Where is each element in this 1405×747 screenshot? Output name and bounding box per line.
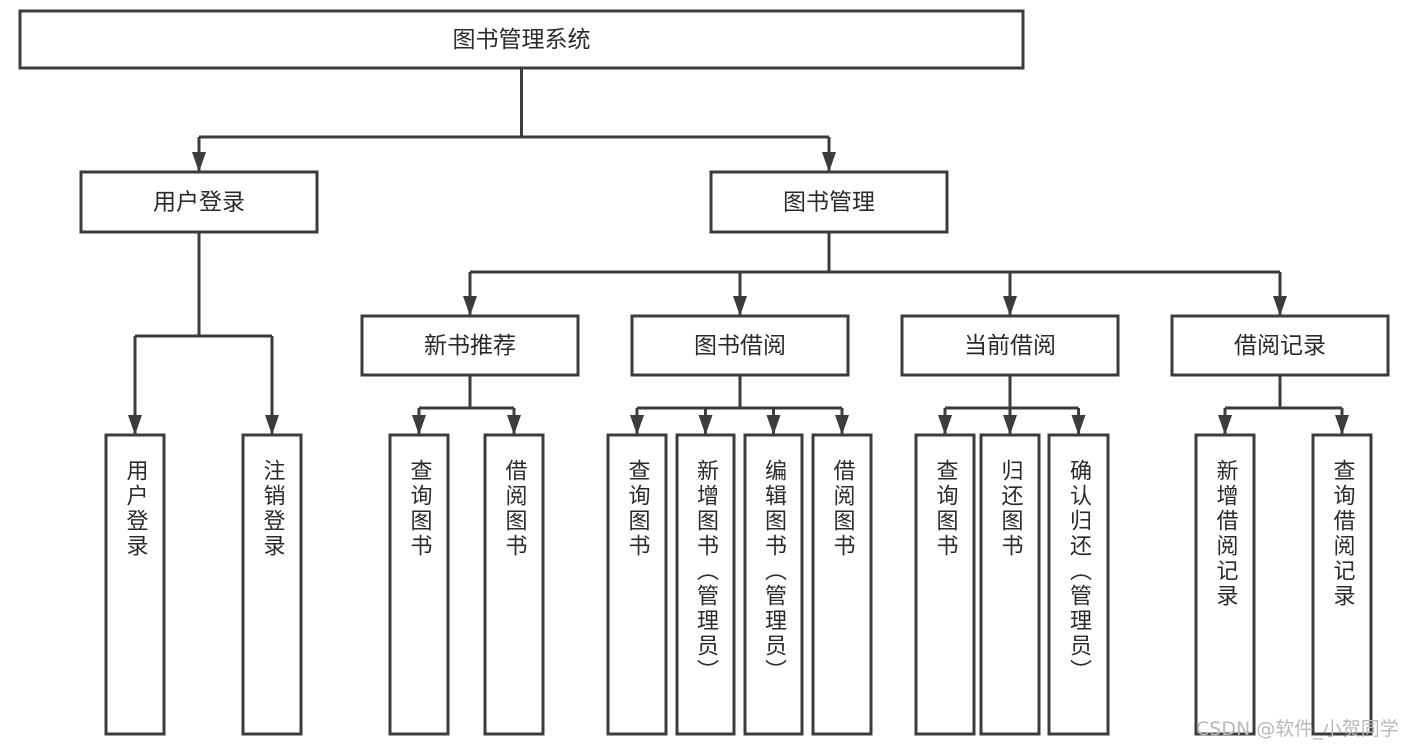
node-box-leaf-query-book-2[interactable] — [606, 433, 668, 736]
node-label-leaf-query-book-3: 查询图书 — [932, 459, 958, 559]
node-label-leaf-query-book-1: 查询图书 — [406, 459, 432, 559]
node-box-borrow-record[interactable] — [1170, 314, 1390, 377]
node-label-leaf-user-login: 用户登录 — [122, 459, 148, 559]
node-box-book-borrow[interactable] — [630, 314, 850, 377]
node-box-leaf-confirm-return[interactable] — [1047, 433, 1110, 736]
node-label-leaf-logout: 注销登录 — [259, 459, 285, 559]
node-label-borrow-record: 借阅记录 — [1234, 333, 1326, 359]
node-label-root: 图书管理系统 — [453, 27, 591, 53]
node-box-current-borrow[interactable] — [900, 314, 1120, 377]
node-box-leaf-query-book-1[interactable] — [388, 433, 450, 736]
node-box-leaf-query-book-3[interactable] — [914, 433, 976, 736]
node-label-leaf-borrow-book-2: 借阅图书 — [829, 459, 855, 559]
node-label-leaf-confirm-return: 确认归还（管理员） — [1066, 459, 1092, 684]
node-label-current-borrow: 当前借阅 — [964, 333, 1056, 359]
node-box-leaf-logout[interactable] — [241, 433, 303, 736]
node-box-user-login[interactable] — [79, 170, 319, 234]
csdn-watermark: CSDN @软件_小贺同学 — [1196, 718, 1399, 740]
node-box-root-root[interactable] — [18, 9, 1025, 70]
connector-lines — [128, 68, 1349, 435]
node-box-leaf-edit-book[interactable] — [743, 433, 804, 736]
node-label-leaf-return-book: 归还图书 — [997, 459, 1023, 559]
node-label-new-book-recommend: 新书推荐 — [424, 333, 516, 359]
node-label-book-manage: 图书管理 — [783, 190, 875, 216]
node-box-leaf-borrow-book-2[interactable] — [811, 433, 873, 736]
node-box-leaf-add-record[interactable] — [1194, 433, 1256, 736]
node-box-book-manage[interactable] — [709, 170, 949, 234]
node-box-leaf-user-login[interactable] — [104, 433, 166, 736]
node-label-book-borrow: 图书借阅 — [694, 333, 786, 359]
node-box-leaf-add-book[interactable] — [675, 433, 736, 736]
node-label-leaf-add-record: 新增借阅记录 — [1212, 459, 1238, 609]
node-boxes — [18, 9, 1390, 736]
node-label-leaf-query-record: 查询借阅记录 — [1329, 459, 1355, 609]
node-label-leaf-edit-book: 编辑图书（管理员） — [761, 459, 787, 684]
node-box-leaf-query-record[interactable] — [1311, 433, 1373, 736]
node-label-leaf-query-book-2: 查询图书 — [624, 459, 650, 559]
node-label-user-login: 用户登录 — [153, 190, 245, 216]
node-label-leaf-add-book: 新增图书（管理员） — [693, 459, 719, 684]
node-box-leaf-borrow-book-1[interactable] — [483, 433, 545, 736]
node-label-leaf-borrow-book-1: 借阅图书 — [501, 459, 527, 559]
node-box-new-book-recommend[interactable] — [360, 314, 580, 377]
node-box-leaf-return-book[interactable] — [979, 433, 1041, 736]
